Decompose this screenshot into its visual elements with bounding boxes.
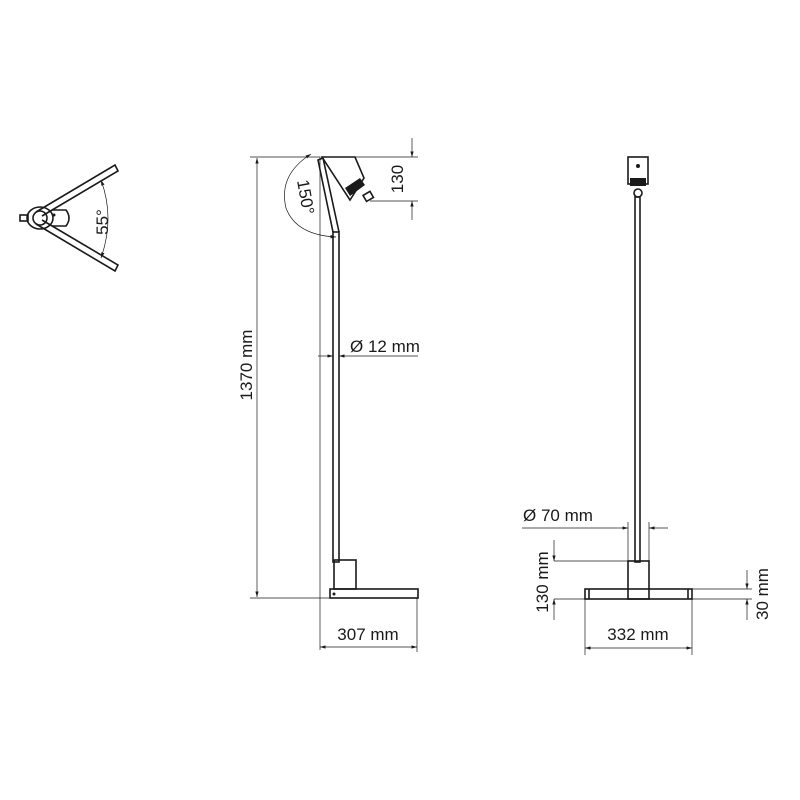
joint [633, 188, 643, 198]
angle-arc [100, 179, 109, 259]
head-ring [26, 206, 54, 230]
pole [332, 231, 340, 563]
lamp-head-knob [361, 190, 375, 203]
stem-diameter-label: Ø 70 mm [523, 506, 593, 525]
arm-upper [35, 163, 120, 217]
side-base-width-label: 307 mm [337, 625, 398, 644]
head-lens [32, 210, 48, 226]
stem [627, 560, 650, 600]
head-knob [19, 214, 29, 222]
side-view: 1370 mm 130 150° Ø 12 mm 307 mm [237, 138, 420, 652]
tilt-angle-label: 150° [293, 178, 318, 216]
spread-angle-label: 55° [93, 209, 112, 235]
head-dot [52, 213, 56, 217]
arm [317, 156, 340, 233]
total-height-label: 1370 mm [237, 330, 256, 401]
arm-lower [35, 219, 120, 273]
base-plate [584, 588, 693, 600]
stem [333, 559, 357, 590]
head-height-label: 130 [388, 165, 407, 193]
lamp-head-band [630, 178, 646, 186]
base-plate [329, 588, 419, 599]
stem-height-label: 130 mm [533, 551, 552, 612]
head-body [52, 209, 70, 227]
pole [634, 196, 641, 563]
lamp-head [320, 156, 365, 202]
lamp-head-band [345, 178, 365, 196]
front-base-width-label: 332 mm [607, 625, 668, 644]
front-view: Ø 70 mm 130 mm 30 mm 332 mm [522, 156, 772, 655]
top-view: 55° [19, 163, 120, 273]
pole-diameter-label: Ø 12 mm [350, 337, 420, 356]
lamp-head-dot [636, 164, 640, 168]
tilt-angle-arc [284, 153, 337, 239]
base-thickness-label: 30 mm [753, 568, 772, 620]
base-screw [332, 592, 336, 596]
